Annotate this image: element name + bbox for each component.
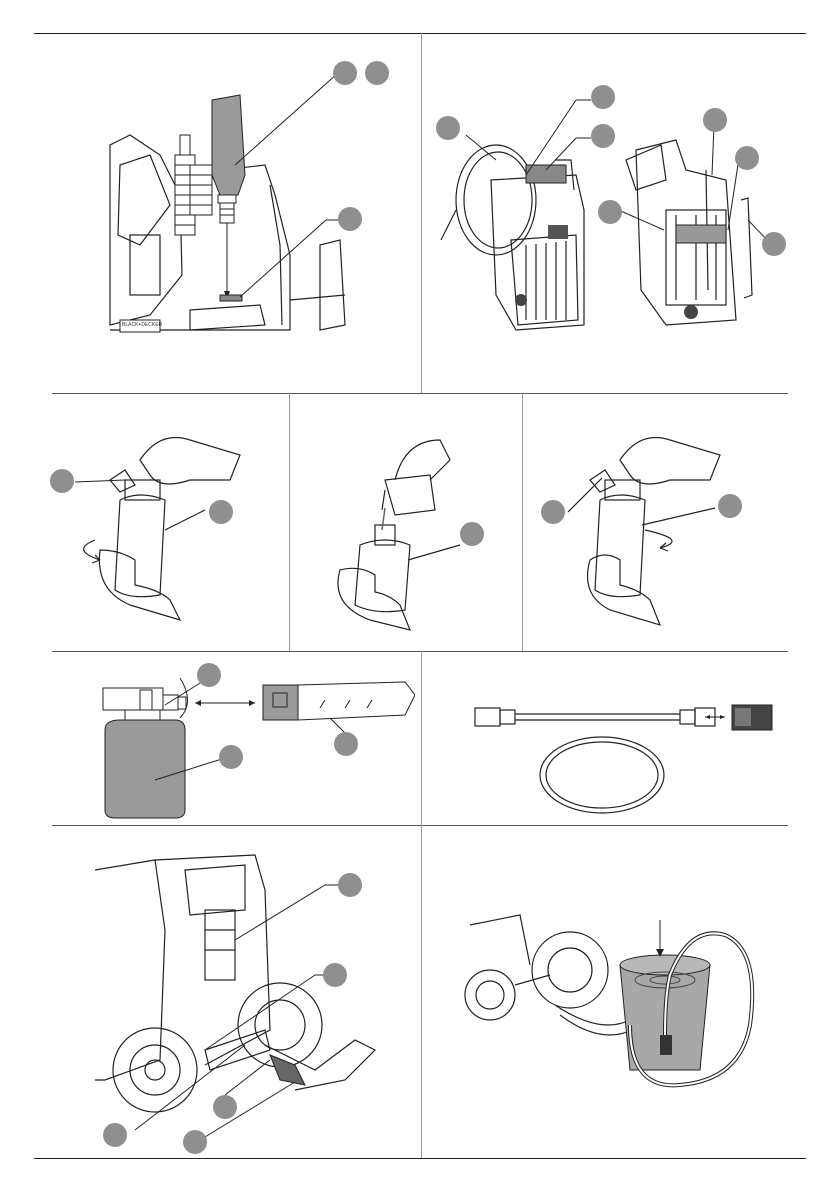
callout-fig2-a	[591, 85, 615, 109]
callout-fig2-hose	[436, 116, 460, 140]
bottle-attach-illustration	[95, 660, 415, 820]
figure-hose-connector	[470, 690, 780, 820]
figure-bottle-attach	[95, 660, 415, 820]
tank-mount-illustration	[90, 55, 420, 345]
callout-fig5-cap	[541, 500, 565, 524]
divider-row2-a	[289, 393, 290, 651]
callout-fig6-nozzle	[197, 663, 221, 687]
callout-fig6-bottle	[219, 745, 243, 769]
product-label: BLACK+DECKER	[122, 322, 162, 328]
bottom-rule	[34, 1158, 806, 1159]
callout-fig5-bottle	[718, 494, 742, 518]
bucket-suction-illustration	[460, 905, 780, 1115]
callout-fig2-c	[598, 200, 622, 224]
callout-fig3-bottle	[209, 500, 233, 524]
divider-row2-b	[522, 393, 523, 651]
callout-fig2-e	[735, 146, 759, 170]
callout-fig1-b	[365, 61, 389, 85]
hose-inlet-illustration	[95, 850, 415, 1155]
bottle-close-illustration	[530, 420, 785, 640]
callout-fig3-cap	[50, 469, 74, 493]
divider-row4	[421, 825, 422, 1158]
callout-fig8-hose-end	[183, 1130, 207, 1154]
figure-bucket-suction	[460, 905, 780, 1115]
figure-tank-mount: BLACK+DECKER	[90, 55, 420, 345]
callout-fig8-tank	[338, 873, 362, 897]
figure-hose-inlet	[95, 850, 415, 1155]
row-divider-1	[52, 393, 788, 394]
callout-fig8-connector	[213, 1095, 237, 1119]
hose-connector-illustration	[470, 690, 780, 820]
callout-fig8-inlet	[323, 963, 347, 987]
callout-fig4-bottle	[460, 522, 484, 546]
top-rule	[34, 33, 806, 34]
row-divider-3	[52, 825, 788, 826]
callout-fig6-gun	[334, 732, 358, 756]
callout-fig2-b	[591, 124, 615, 148]
callout-fig2-d	[703, 108, 727, 132]
callout-fig1-c	[338, 207, 362, 231]
bottle-open-illustration	[40, 420, 280, 640]
callout-fig1-a	[333, 61, 357, 85]
callout-fig2-f	[762, 232, 786, 256]
figure-bottle-open	[40, 420, 280, 640]
figure-bottle-close	[530, 420, 785, 640]
divider-row3	[421, 651, 422, 825]
callout-fig8-hose	[103, 1123, 127, 1147]
row-divider-2	[52, 651, 788, 652]
divider-row1	[421, 33, 422, 393]
